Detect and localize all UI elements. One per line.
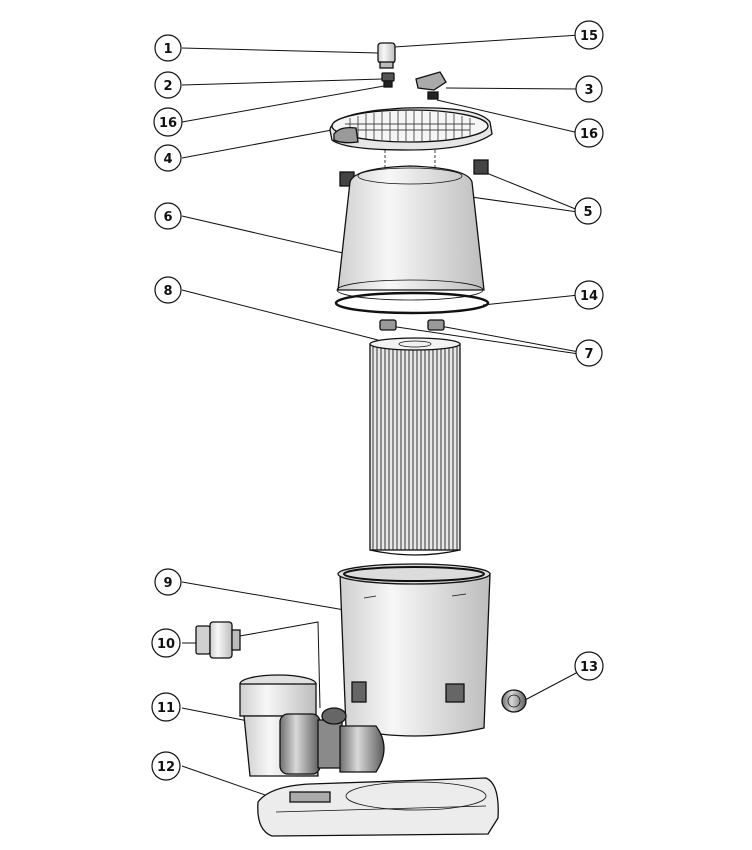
svg-text:3: 3: [584, 83, 593, 98]
svg-text:16: 16: [580, 127, 598, 142]
base-part: [257, 777, 499, 837]
callout-8: 8: [154, 276, 182, 304]
callout-13: 13: [574, 651, 604, 681]
air-relief-part: [415, 71, 447, 100]
svg-text:1: 1: [163, 42, 172, 57]
svg-text:2: 2: [163, 79, 172, 94]
callout-7: 7: [575, 339, 603, 367]
callout-15: 15: [574, 20, 604, 50]
callout-3: 3: [575, 75, 603, 103]
svg-text:16: 16: [159, 116, 177, 131]
o-ring-part: [334, 291, 490, 315]
callout-1: 1: [154, 34, 182, 62]
svg-text:8: 8: [163, 284, 172, 299]
callout-16-left: 16: [153, 107, 183, 137]
svg-text:4: 4: [163, 152, 172, 167]
tank-bottom-part: [337, 563, 491, 737]
callout-16-right: 16: [574, 118, 604, 148]
callout-10: 10: [151, 628, 181, 658]
svg-text:10: 10: [157, 637, 175, 652]
svg-text:12: 12: [157, 760, 175, 775]
small-valve-part: [381, 72, 395, 88]
callout-4: 4: [154, 144, 182, 172]
svg-text:5: 5: [583, 205, 592, 220]
svg-text:15: 15: [580, 29, 598, 44]
callout-5: 5: [574, 197, 602, 225]
tank-top-part: [336, 165, 485, 301]
svg-text:11: 11: [157, 701, 175, 716]
cartridge-part: [369, 337, 461, 556]
leader-lines: [181, 34, 581, 804]
pump-part: [239, 674, 385, 777]
union-part: [195, 621, 241, 659]
svg-text:14: 14: [580, 289, 598, 304]
knob-part: [377, 42, 396, 69]
svg-text:7: 7: [584, 347, 593, 362]
callout-2: 2: [154, 71, 182, 99]
callout-9: 9: [154, 568, 182, 596]
svg-text:6: 6: [163, 210, 172, 225]
drain-plug-part: [501, 689, 527, 713]
callout-14: 14: [574, 280, 604, 310]
svg-text:13: 13: [580, 660, 598, 675]
lid-part: [329, 107, 493, 168]
callout-6: 6: [154, 202, 182, 230]
svg-text:9: 9: [163, 576, 172, 591]
nipple-parts: [379, 319, 445, 331]
callout-12: 12: [151, 751, 181, 781]
callout-11: 11: [151, 692, 181, 722]
